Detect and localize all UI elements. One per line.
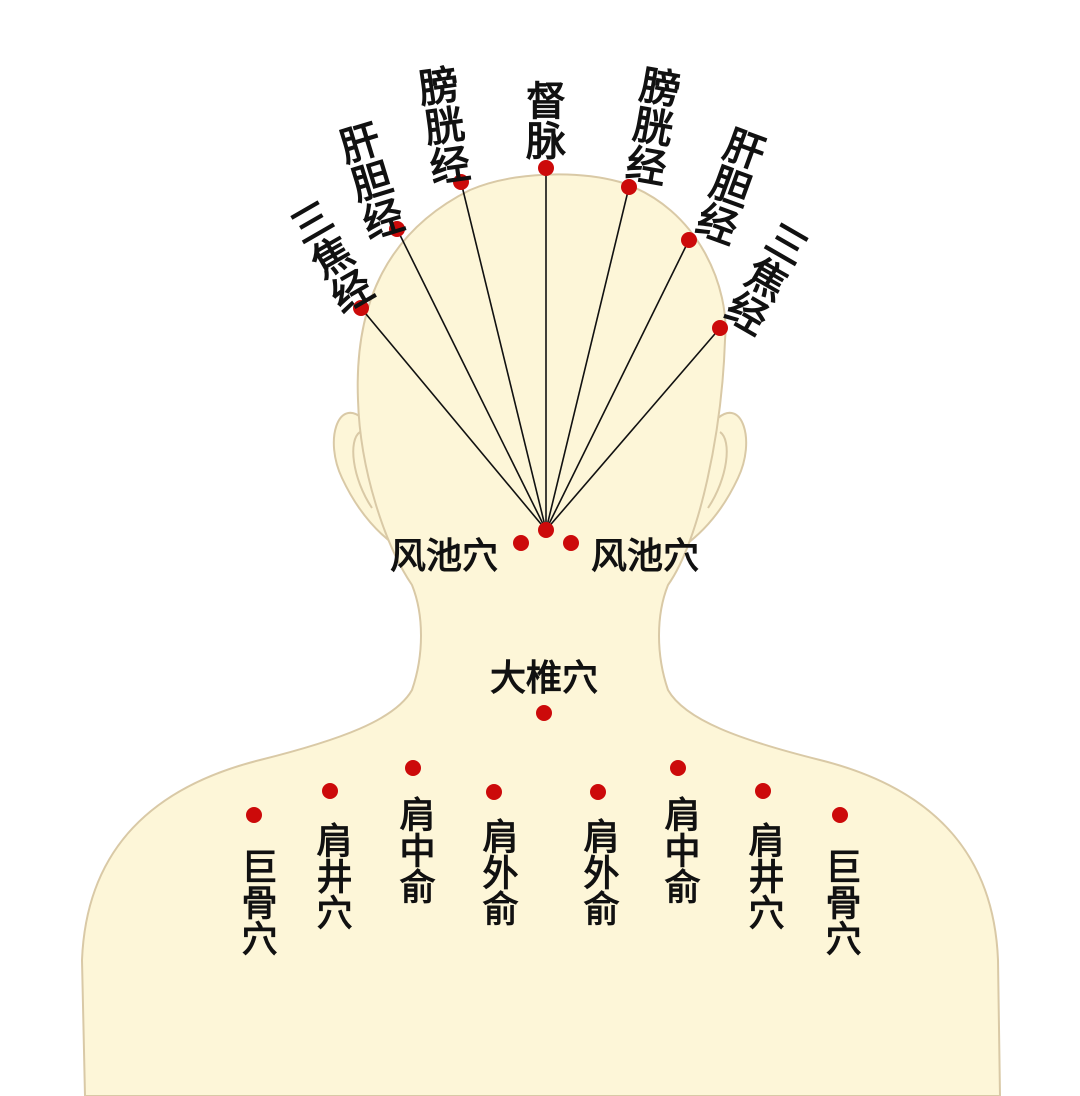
label-left-gandan: 肝胆经 xyxy=(328,117,408,245)
label-left-jianzhongshu: 肩中俞 xyxy=(394,795,436,904)
dot-right-jugu xyxy=(832,807,848,823)
label-left-jianwaishu: 肩外俞 xyxy=(477,817,519,926)
dot-left-jugu xyxy=(246,807,262,823)
line-left-sanjiao xyxy=(360,307,547,531)
dot-left-jianjing xyxy=(322,783,338,799)
acupoint-dots xyxy=(246,160,848,823)
dot-dumai xyxy=(538,160,554,176)
dot-left-pangguang xyxy=(453,174,469,190)
line-right-pangguang xyxy=(545,186,630,531)
dot-right-jianwaishu xyxy=(590,784,606,800)
dot-left-jianzhongshu xyxy=(405,760,421,776)
label-right-jianjing: 肩井穴 xyxy=(743,821,785,930)
label-fengchi-left: 风池穴 xyxy=(390,536,498,577)
dot-left-jianwaishu xyxy=(486,784,502,800)
label-dumai: 督脉 xyxy=(519,80,566,160)
line-left-gandan xyxy=(396,228,547,531)
dot-left-sanjiao xyxy=(353,300,369,316)
body-silhouette xyxy=(80,173,1002,1096)
dot-right-jianjing xyxy=(755,783,771,799)
label-left-jianjing: 肩井穴 xyxy=(311,821,353,930)
label-right-pangguang: 膀胱经 xyxy=(617,62,684,188)
line-left-pangguang xyxy=(460,181,547,531)
label-dazhui: 大椎穴 xyxy=(490,658,598,699)
label-left-jugu: 巨骨穴 xyxy=(236,848,278,956)
label-right-jianwaishu: 肩外俞 xyxy=(578,817,620,926)
dot-right-sanjiao xyxy=(712,320,728,336)
line-right-sanjiao xyxy=(545,327,721,531)
label-right-jianzhongshu: 肩中俞 xyxy=(659,795,701,904)
dot-fengchi-left xyxy=(513,535,529,551)
dot-right-gandan xyxy=(681,232,697,248)
shoulder-labels: 巨骨穴 肩井穴 肩中俞 肩外俞 肩外俞 肩中俞 肩井穴 巨骨穴 xyxy=(236,795,862,956)
right-ear-fold xyxy=(707,431,728,509)
label-left-pangguang: 膀胱经 xyxy=(409,63,472,188)
meridian-lines xyxy=(360,168,721,531)
dot-right-jianzhongshu xyxy=(670,760,686,776)
dot-dazhui xyxy=(536,705,552,721)
dot-convergence xyxy=(538,522,554,538)
line-right-gandan xyxy=(545,239,690,531)
label-fengchi-right: 风池穴 xyxy=(591,536,699,577)
dot-fengchi-right xyxy=(563,535,579,551)
label-right-jugu: 巨骨穴 xyxy=(820,848,862,956)
dot-right-pangguang xyxy=(621,179,637,195)
label-right-gandan: 肝胆经 xyxy=(685,120,770,249)
left-ear-fold xyxy=(352,431,373,509)
dot-left-gandan xyxy=(389,221,405,237)
